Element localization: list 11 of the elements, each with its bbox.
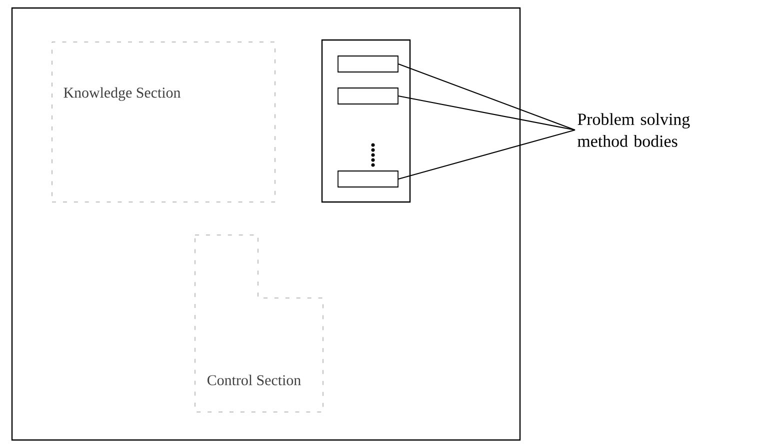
method-container — [321, 39, 411, 203]
method-bar — [338, 170, 398, 188]
callout-label: Problem solving method bodies — [578, 113, 690, 147]
outer-frame — [11, 7, 521, 441]
section-box: Control Section — [194, 234, 324, 412]
method-bar — [338, 56, 398, 72]
section-box: Knowledge Section — [52, 42, 276, 202]
leader-line — [398, 129, 576, 180]
leader-line — [398, 63, 576, 130]
leader-line — [398, 95, 576, 131]
method-bar — [338, 88, 398, 104]
